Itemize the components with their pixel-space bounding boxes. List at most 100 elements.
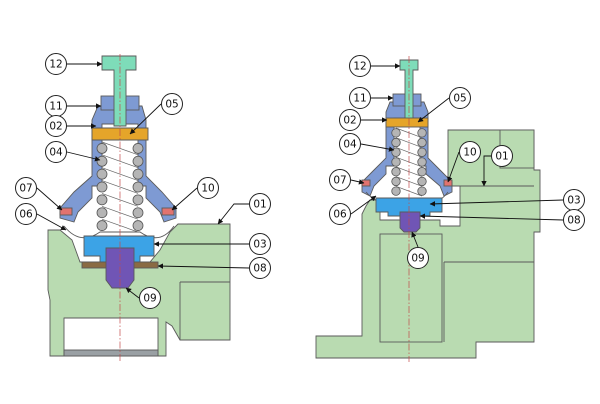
right-callout-circle — [329, 169, 351, 191]
left-callout-label: 10 — [201, 183, 214, 195]
left-callout-12: 12 — [45, 53, 103, 75]
left-callout-circle — [249, 233, 271, 255]
left-leader-line — [217, 203, 249, 225]
right-callout-09: 09 — [407, 231, 429, 269]
left-spring-coil — [96, 194, 108, 206]
left-callout-label: 11 — [49, 101, 62, 113]
right-callout-04: 04 — [339, 133, 395, 155]
right-callout-label: 01 — [495, 151, 508, 163]
left-stem — [101, 55, 137, 127]
right-leader-line — [429, 199, 564, 207]
left-spring-coil — [96, 143, 108, 154]
right-callout-07: 07 — [329, 169, 365, 191]
right-callout-circle — [329, 203, 351, 225]
left-spring-coil — [132, 155, 144, 167]
right-callout-circle — [459, 141, 481, 163]
right-callout-12: 12 — [349, 55, 401, 77]
right-leader-line — [481, 155, 491, 187]
right-callout-02: 02 — [339, 109, 388, 131]
left-leader-line — [157, 263, 250, 269]
left-valve-body — [47, 223, 231, 357]
left-spring-coil-wire — [101, 205, 139, 220]
right-callout-01: 01 — [481, 145, 513, 187]
left-spring-coil — [132, 207, 144, 219]
left-spring-coil — [132, 143, 144, 154]
right-spring-coil — [417, 137, 427, 148]
left-leader-line — [36, 187, 63, 211]
left-leader-line — [171, 187, 198, 211]
right-callout-03: 03 — [429, 189, 585, 211]
left-spring-coil — [132, 181, 144, 193]
right-spring-coil — [417, 128, 427, 138]
left-callout-09: 09 — [125, 287, 161, 309]
right-callout-label: 12 — [353, 61, 366, 73]
left-leader-line — [129, 103, 162, 135]
right-leader-line — [411, 231, 419, 248]
right-callout-circle — [563, 209, 585, 231]
left-callout-04: 04 — [45, 141, 101, 163]
right-callout-08: 08 — [419, 209, 585, 231]
left-callout-label: 06 — [19, 209, 33, 221]
left-spring-coil — [96, 220, 108, 231]
left-leader-line — [36, 213, 67, 231]
left-callout-circle — [161, 93, 183, 115]
left-spring-coil — [96, 181, 108, 193]
right-spring-coil — [417, 167, 427, 177]
left-callout-label: 05 — [165, 99, 178, 111]
right-callout-label: 10 — [463, 147, 476, 159]
left-callout-circle — [15, 177, 37, 199]
left-callout-label: 01 — [253, 199, 266, 211]
right-spring-coil-wire — [395, 137, 423, 148]
right-callout-circle — [449, 87, 471, 109]
right-spring-coil — [391, 167, 401, 177]
left-spring-coil — [96, 168, 108, 180]
left-leader-line — [125, 287, 140, 299]
left-spring-coil — [132, 194, 144, 206]
right-spring-coil — [391, 147, 401, 157]
right-leader-line — [350, 195, 377, 215]
right-callout-circle — [339, 109, 361, 131]
right-spring-coil — [417, 186, 427, 196]
right-callout-11: 11 — [349, 87, 394, 109]
left-callout-label: 09 — [143, 293, 156, 305]
left-spring-coil — [96, 207, 108, 219]
left-callout-circle — [45, 53, 67, 75]
left-callout-11: 11 — [45, 95, 102, 117]
left-spring-coil-wire — [101, 180, 139, 194]
left-callout-06: 06 — [15, 203, 67, 231]
right-valve-view — [315, 56, 541, 362]
left-callout-label: 04 — [49, 147, 63, 159]
left-body-bore-floor — [63, 349, 159, 357]
right-spring — [391, 127, 427, 197]
left-callout-08: 08 — [157, 257, 271, 279]
right-callout-circle — [407, 247, 429, 269]
right-callout-10: 10 — [447, 141, 481, 183]
left-spring-coil-wire — [101, 167, 139, 181]
left-valve-view — [47, 54, 231, 362]
left-callout-circle — [249, 257, 271, 279]
left-callout-03: 03 — [153, 233, 271, 255]
left-spring-coil — [132, 168, 144, 180]
right-callout-label: 07 — [333, 175, 346, 187]
right-callout-label: 03 — [567, 195, 580, 207]
left-oring-07 — [59, 207, 73, 216]
left-spring — [96, 141, 144, 233]
left-leader-line — [66, 151, 101, 162]
left-callout-02: 02 — [45, 115, 97, 137]
right-callout-06: 06 — [329, 195, 377, 225]
left-spring-coil-wire — [101, 193, 139, 207]
right-leader-line — [419, 213, 564, 221]
left-callout-label: 12 — [49, 59, 62, 71]
left-callout-circle — [15, 203, 37, 225]
right-callout-05: 05 — [417, 87, 471, 123]
left-oring-10 — [161, 207, 175, 216]
left-callout-circle — [249, 193, 271, 215]
right-leader-line — [360, 143, 395, 152]
left-callout-circle — [197, 177, 219, 199]
left-spring-coil — [96, 155, 108, 167]
right-callout-label: 11 — [353, 93, 366, 105]
right-callout-circle — [349, 87, 371, 109]
right-leader-line — [350, 179, 365, 185]
